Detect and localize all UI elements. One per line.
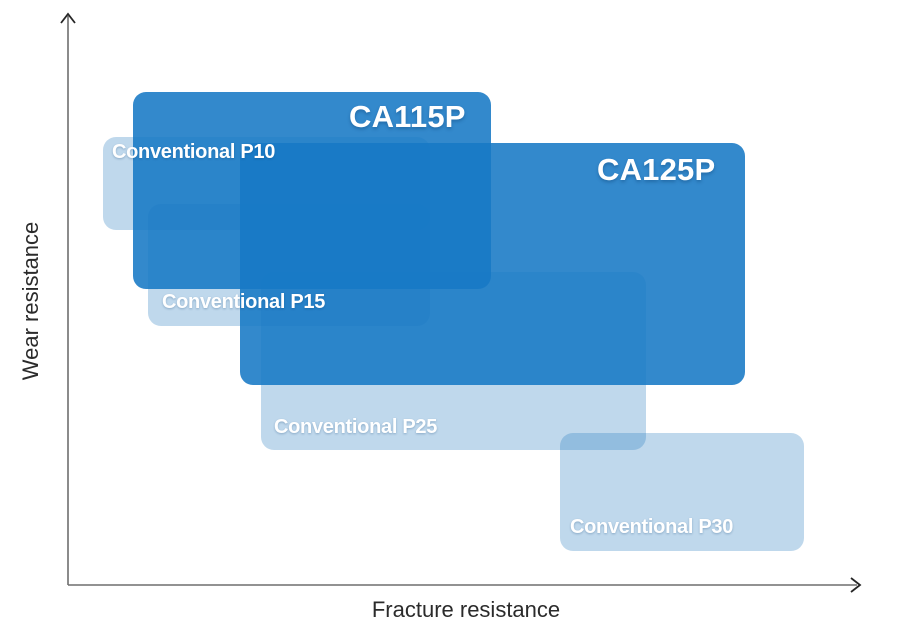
y-axis-title: Wear resistance <box>18 221 43 381</box>
region-label-conventional-p10: Conventional P10 <box>112 141 276 163</box>
x-axis-title: Fracture resistance <box>371 597 561 622</box>
region-label-ca115p: CA115P <box>349 99 466 134</box>
region-conventional-p30 <box>560 433 804 551</box>
region-label-ca125p: CA125P <box>597 152 716 187</box>
region-label-conventional-p30: Conventional P30 <box>570 516 734 538</box>
region-label-conventional-p15: Conventional P15 <box>162 291 326 313</box>
region-label-conventional-p25: Conventional P25 <box>274 416 438 438</box>
region-ca125p <box>240 143 745 385</box>
